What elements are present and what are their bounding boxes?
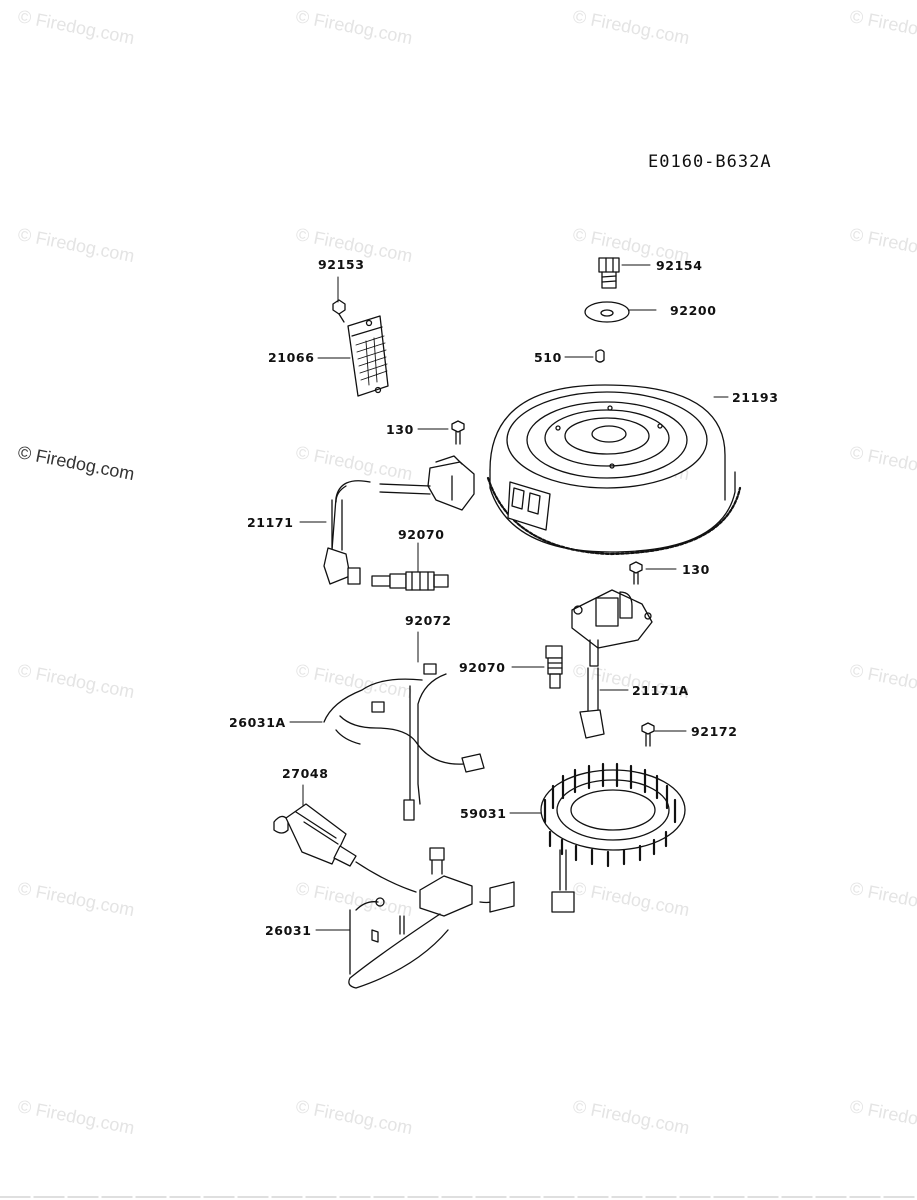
spark-plug-92070-upper [371, 571, 449, 591]
leader-lines [289, 264, 729, 931]
part-label-130: 130 [386, 422, 414, 437]
screw-92153 [332, 299, 346, 323]
part-label-92072: 92072 [405, 613, 452, 628]
part-label-21171A: 21171A [632, 683, 689, 698]
part-label-92070: 92070 [398, 527, 445, 542]
cap-92072 [423, 663, 437, 675]
flywheel-21193 [486, 384, 742, 556]
part-label-92200: 92200 [670, 303, 717, 318]
part-label-92154: 92154 [656, 258, 703, 273]
diagram-code: E0160-B632A [648, 152, 772, 172]
part-label-510: 510 [534, 350, 562, 365]
part-label-92070: 92070 [459, 660, 506, 675]
part-label-26031A: 26031A [229, 715, 286, 730]
part-label-92153: 92153 [318, 257, 365, 272]
solenoid-27048 [273, 803, 357, 867]
ignition-coil-21171A [571, 589, 653, 739]
regulator-21066 [347, 315, 389, 397]
key-510 [595, 349, 605, 363]
screw-92172 [641, 722, 655, 747]
part-label-21066: 21066 [268, 350, 315, 365]
part-label-27048: 27048 [282, 766, 329, 781]
part-label-26031: 26031 [265, 923, 312, 938]
spark-plug-92070-lower [545, 645, 563, 689]
part-label-92172: 92172 [691, 724, 738, 739]
harness-26031 [348, 847, 515, 989]
washer-92200 [584, 301, 630, 323]
ignition-coil-21171 [323, 455, 475, 585]
part-label-59031: 59031 [460, 806, 507, 821]
bolt-92154 [598, 257, 620, 289]
stator-59031 [540, 762, 686, 913]
part-label-21193: 21193 [732, 390, 779, 405]
harness-26031A [323, 673, 485, 821]
bolt-130-upper [451, 420, 465, 445]
bolt-130-lower [629, 561, 643, 585]
part-label-130: 130 [682, 562, 710, 577]
part-label-21171: 21171 [247, 515, 294, 530]
